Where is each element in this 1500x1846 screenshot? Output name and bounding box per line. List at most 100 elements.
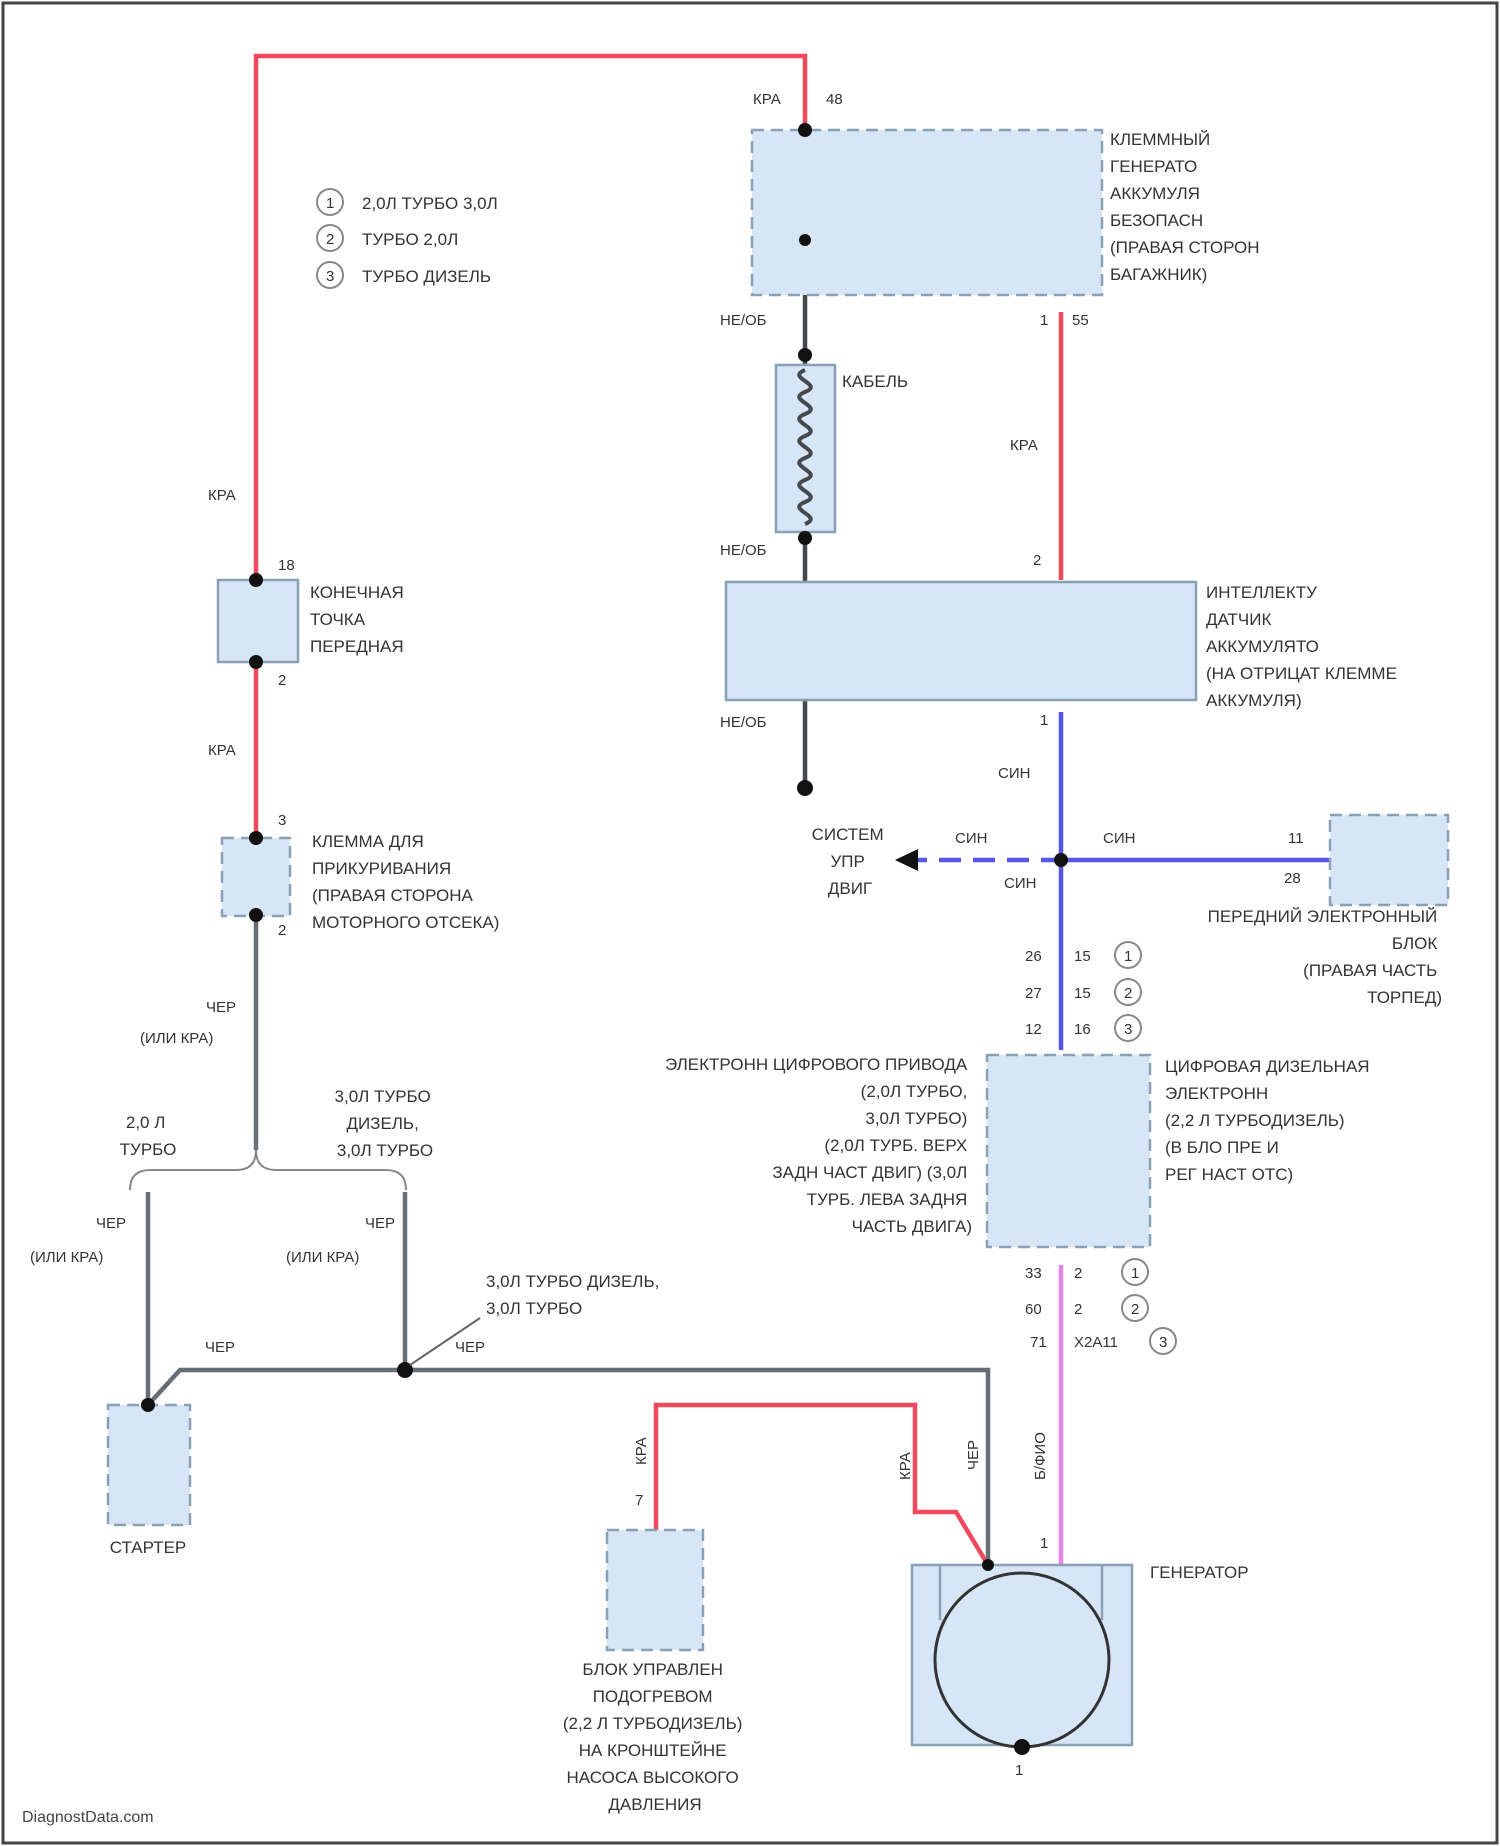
pin-3: 3 xyxy=(278,812,286,829)
wire-label-chr-left: ЧЕР xyxy=(206,999,236,1016)
terminal-box xyxy=(752,130,1102,295)
pin-16: 16 xyxy=(1074,1021,1091,1038)
pin-badge-5-number: 2 xyxy=(1131,1301,1139,1318)
end-point-box xyxy=(218,580,298,662)
wire-label-kra-sensor: КРА xyxy=(1010,437,1038,454)
terminal-box-label: КЛЕММНЫЙ ГЕНЕРАТО АККУМУЛЯ БЕЗОПАСН (ПРА… xyxy=(1110,130,1264,284)
node xyxy=(982,1559,994,1571)
branch-label-2-0-turbo: 2,0 Л ТУРБО xyxy=(120,1113,177,1159)
wire-label-chr-mid: ЧЕР xyxy=(365,1215,395,1232)
pin-2a: 2 xyxy=(278,672,286,689)
pin-badge-3-number: 3 xyxy=(1124,1021,1132,1038)
wire-label-kra-left2: КРА xyxy=(208,742,236,759)
legend-item-2: ТУРБО 2,0Л xyxy=(362,230,458,249)
wire-label-kra-gen: КРА xyxy=(897,1452,914,1480)
engine-ecu-box xyxy=(987,1055,1150,1247)
pin-badge-2-number: 2 xyxy=(1124,985,1132,1002)
pin-33: 33 xyxy=(1025,1265,1042,1282)
node xyxy=(1054,853,1068,867)
jump-terminal-label: КЛЕММА ДЛЯ ПРИКУРИВАНИЯ (ПРАВАЯ СТОРОНА … xyxy=(312,832,499,932)
pin-26: 26 xyxy=(1025,948,1042,965)
node xyxy=(1014,1739,1030,1755)
jump-terminal-box xyxy=(222,838,290,916)
wire-label-chr-bus-right: ЧЕР xyxy=(455,1339,485,1356)
node xyxy=(141,1398,155,1412)
pin-2c: 2 xyxy=(1074,1265,1082,1282)
pin-28: 28 xyxy=(1284,870,1301,887)
pin-1d: 1 xyxy=(1040,1535,1048,1552)
legend-item-3: ТУРБО ДИЗЕЛЬ xyxy=(362,267,491,286)
node xyxy=(249,573,263,587)
pin-55: 55 xyxy=(1072,312,1089,329)
pin-badge-4-number: 1 xyxy=(1131,1265,1139,1282)
legend-badge-1-number: 1 xyxy=(326,195,334,212)
arrow-engine-system xyxy=(895,849,918,871)
pin-27: 27 xyxy=(1025,985,1042,1002)
ground-symbol xyxy=(797,780,813,796)
wire-label-chr-gen: ЧЕР xyxy=(965,1440,982,1470)
wire-label-chr-or-kra-mid: (ИЛИ КРА) xyxy=(286,1249,359,1266)
node xyxy=(798,531,812,545)
pin-badge-1-number: 1 xyxy=(1124,948,1132,965)
wire-kra-glow xyxy=(656,1405,988,1565)
watermark: DiagnostData.com xyxy=(22,1809,154,1826)
wire-label-nevob-3: НЕ/ОБ xyxy=(720,714,767,731)
legend-item-1: 2,0Л ТУРБО 3,0Л xyxy=(362,194,498,213)
pin-badge-6-number: 3 xyxy=(1159,1334,1167,1351)
wire-label-kra-glow: КРА xyxy=(633,1437,650,1465)
generator-label: ГЕНЕРАТОР xyxy=(1150,1563,1249,1582)
wire-label-chr-or-kra-starter: (ИЛИ КРА) xyxy=(30,1249,103,1266)
pin-12: 12 xyxy=(1025,1021,1042,1038)
wire-label-sin-4: СИН xyxy=(1004,875,1036,892)
legend-badge-2-number: 2 xyxy=(326,231,334,248)
wire-label-sin-2: СИН xyxy=(955,830,987,847)
node xyxy=(798,123,812,137)
end-point-label: КОНЕЧНАЯ ТОЧКА ПЕРЕДНАЯ xyxy=(310,583,409,656)
pin-18: 18 xyxy=(278,557,295,574)
wire-label-nevob-1: НЕ/ОБ xyxy=(720,312,767,329)
wire-label-sin-3: СИН xyxy=(1103,830,1135,847)
node xyxy=(799,234,811,246)
starter-label: СТАРТЕР xyxy=(110,1538,187,1557)
pin-2d: 2 xyxy=(1074,1301,1082,1318)
node xyxy=(249,655,263,669)
fuse-label: КАБЕЛЬ xyxy=(842,372,908,391)
pin-2: 2 xyxy=(1033,552,1041,569)
wire-label-bfio: Б/ФИО xyxy=(1032,1432,1049,1480)
node xyxy=(249,831,263,845)
pin-1b: 1 xyxy=(1040,712,1048,729)
legend-badge-3-number: 3 xyxy=(326,268,334,285)
engine-ecu-left-label: ЭЛЕКТРОНН ЦИФРОВОГО ПРИВОДА (2,0Л ТУРБО,… xyxy=(665,1055,972,1236)
branch-label-3-0-turbo-diesel: 3,0Л ТУРБО ДИЗЕЛЬ, 3,0Л ТУРБО xyxy=(335,1087,436,1160)
pin-15b: 15 xyxy=(1074,985,1091,1002)
branch-label-splice: 3,0Л ТУРБО ДИЗЕЛЬ, 3,0Л ТУРБО xyxy=(486,1272,664,1318)
node xyxy=(798,348,812,362)
wire-label-chr-bus-left: ЧЕР xyxy=(205,1339,235,1356)
pin-7: 7 xyxy=(635,1492,643,1509)
engine-system-label: СИСТЕМ УПР ДВИГ xyxy=(812,825,889,898)
battery-sensor xyxy=(726,582,1196,700)
wire-label-sin-1: СИН xyxy=(998,765,1030,782)
pin-71: 71 xyxy=(1030,1334,1047,1351)
front-module-box xyxy=(1330,815,1448,905)
pin-11: 11 xyxy=(1288,830,1304,847)
wire-label-kra-top: КРА xyxy=(753,91,781,108)
glow-module-box xyxy=(607,1530,703,1650)
pin-60: 60 xyxy=(1025,1301,1042,1318)
battery-sensor-label: ИНТЕЛЛЕКТУ ДАТЧИК АККУМУЛЯТО (НА ОТРИЦАТ… xyxy=(1206,583,1402,710)
pin-48: 48 xyxy=(826,91,843,108)
wire-chr-bus xyxy=(148,1370,988,1565)
starter-box xyxy=(108,1405,190,1525)
wire-label-chr-starter: ЧЕР xyxy=(96,1215,126,1232)
front-module-label: ПЕРЕДНИЙ ЭЛЕКТРОННЫЙ БЛОК (ПРАВАЯ ЧАСТЬ … xyxy=(1208,907,1442,1007)
generator-symbol xyxy=(935,1573,1109,1747)
glow-module-label: БЛОК УПРАВЛЕН ПОДОГРЕВОМ (2,2 Л ТУРБОДИЗ… xyxy=(563,1660,747,1814)
pin-1e: 1 xyxy=(1015,1762,1023,1779)
pin-x2a11: X2A11 xyxy=(1074,1334,1118,1351)
wire-label-chr-or-kra-left: (ИЛИ КРА) xyxy=(140,1030,213,1047)
wire-label-kra-left: КРА xyxy=(208,487,236,504)
engine-ecu-right-label: ЦИФРОВАЯ ДИЗЕЛЬНАЯ ЭЛЕКТРОНН (2,2 Л ТУРБ… xyxy=(1165,1057,1374,1184)
node xyxy=(249,908,263,922)
pin-1: 1 xyxy=(1040,312,1048,329)
